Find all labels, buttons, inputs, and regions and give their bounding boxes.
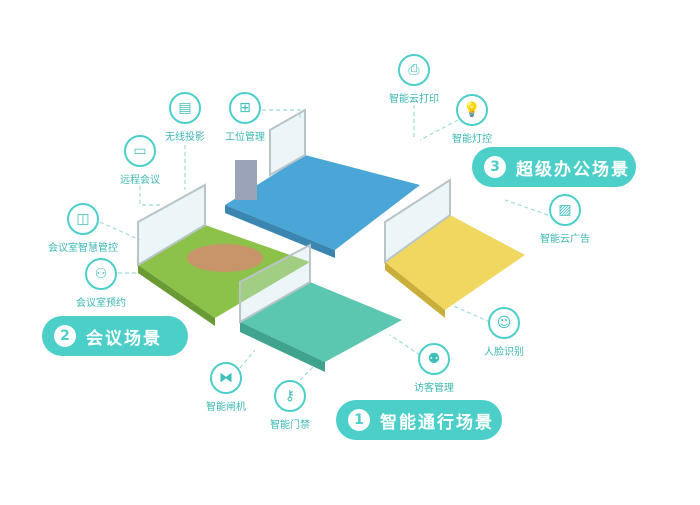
feature-smart-access[interactable]: ⚷智能门禁 bbox=[235, 380, 345, 431]
glass-walls bbox=[137, 108, 451, 324]
office-floor bbox=[225, 155, 420, 250]
feature-cloud-ads[interactable]: ▨智能云广告 bbox=[510, 194, 620, 245]
users-icon: ⚉ bbox=[418, 343, 450, 375]
monitor-icon: ▭ bbox=[124, 135, 156, 167]
booking-icon: ⚇ bbox=[85, 258, 117, 290]
feature-meeting-room-control[interactable]: ◫会议室智慧管控 bbox=[28, 203, 138, 254]
lobby-floor bbox=[385, 215, 525, 310]
image-icon: ▨ bbox=[549, 194, 581, 226]
lightbulb-icon: 💡 bbox=[456, 94, 488, 126]
server-rack bbox=[235, 160, 257, 200]
projector-screen-icon: ▤ bbox=[169, 92, 201, 124]
dashboard-monitor-icon: ◫ bbox=[67, 203, 99, 235]
meeting-table bbox=[187, 244, 263, 272]
face-icon: ☺ bbox=[488, 307, 520, 339]
feature-face-recognition[interactable]: ☺人脸识别 bbox=[449, 307, 559, 358]
feature-visitor-management[interactable]: ⚉访客管理 bbox=[379, 343, 489, 394]
feature-remote-meeting[interactable]: ▭远程会议 bbox=[85, 135, 195, 186]
feature-cloud-print[interactable]: ⎙智能云打印 bbox=[359, 54, 469, 105]
workstation-icon: ⊞ bbox=[229, 92, 261, 124]
feature-workstation[interactable]: ⊞工位管理 bbox=[190, 92, 300, 143]
feature-meeting-room-booking[interactable]: ⚇会议室预约 bbox=[46, 258, 156, 309]
feature-wireless-projection[interactable]: ▤无线投影 bbox=[130, 92, 240, 143]
printer-icon: ⎙ bbox=[398, 54, 430, 86]
feature-light-control[interactable]: 💡智能灯控 bbox=[417, 94, 527, 145]
turnstile-icon: ⧓ bbox=[210, 362, 242, 394]
feature-smart-gate[interactable]: ⧓智能闸机 bbox=[171, 362, 281, 413]
access-floor bbox=[240, 282, 402, 362]
key-icon: ⚷ bbox=[274, 380, 306, 412]
